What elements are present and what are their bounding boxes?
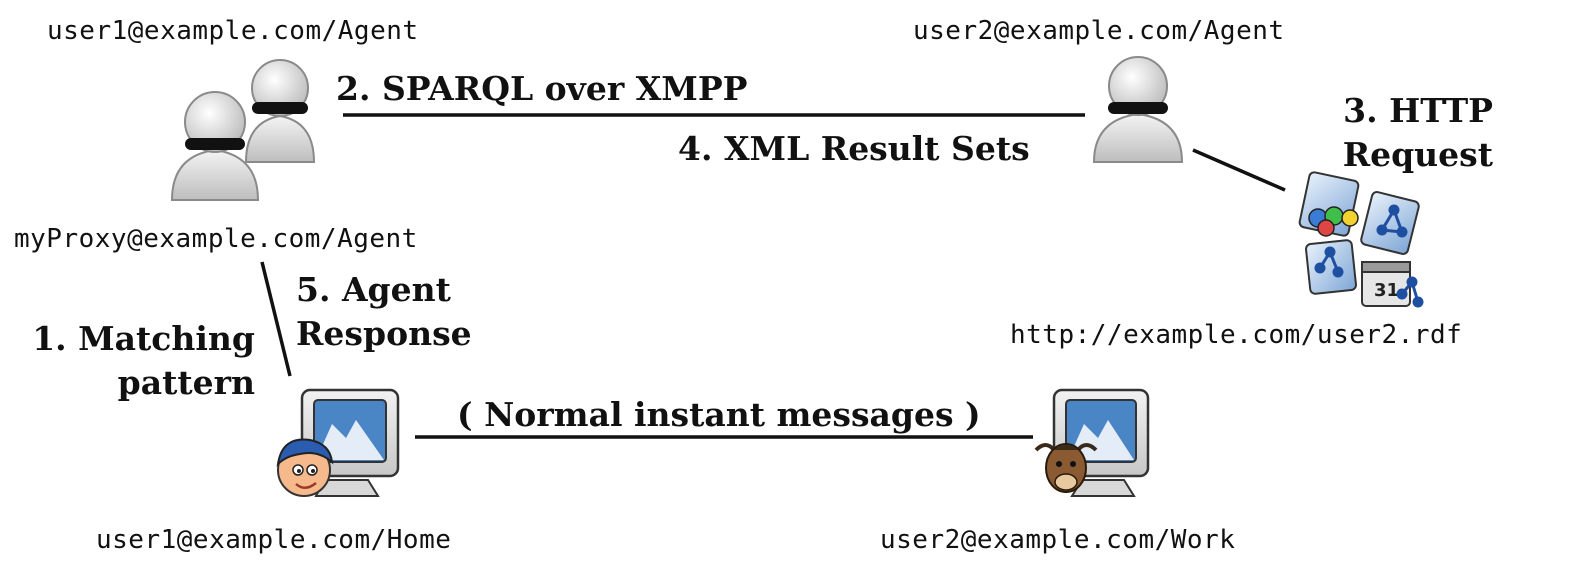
matching-pattern-label: 1. Matching pattern xyxy=(20,317,255,405)
xml-results-label: 4. XML Result Sets xyxy=(678,129,1030,168)
http-connector xyxy=(1192,148,1286,192)
user1-agent-label: user1@example.com/Agent xyxy=(47,16,419,46)
rdf-url-label: http://example.com/user2.rdf xyxy=(1010,320,1463,350)
http-request-line2: Request xyxy=(1342,135,1493,174)
agent-response-line2: Response xyxy=(296,314,472,353)
computer-with-person-icon xyxy=(276,388,400,497)
user1-home-label: user1@example.com/Home xyxy=(96,525,452,555)
matching-pattern-line1: 1. Matching xyxy=(32,319,255,358)
normal-im-label: ( Normal instant messages ) xyxy=(457,395,981,434)
my-proxy-label: myProxy@example.com/Agent xyxy=(14,224,418,254)
user-icon xyxy=(1092,56,1184,163)
agent-response-line1: 5. Agent xyxy=(296,270,451,309)
matching-pattern-line2: pattern xyxy=(117,363,255,402)
http-request-line1: 3. HTTP xyxy=(1343,91,1493,130)
user2-agent-label: user2@example.com/Agent xyxy=(913,16,1285,46)
agent-response-label: 5. Agent Response xyxy=(296,268,472,356)
computer-with-gnu-icon xyxy=(1034,388,1150,497)
sparql-label: 2. SPARQL over XMPP xyxy=(336,69,748,108)
two-users-icon xyxy=(170,59,316,201)
rdf-documents-icon: 31 xyxy=(1298,171,1424,308)
http-request-label: 3. HTTP Request xyxy=(1290,89,1493,177)
svg-text:31: 31 xyxy=(1374,280,1399,301)
proxy-home-connector xyxy=(260,261,292,377)
user2-work-label: user2@example.com/Work xyxy=(880,525,1236,555)
